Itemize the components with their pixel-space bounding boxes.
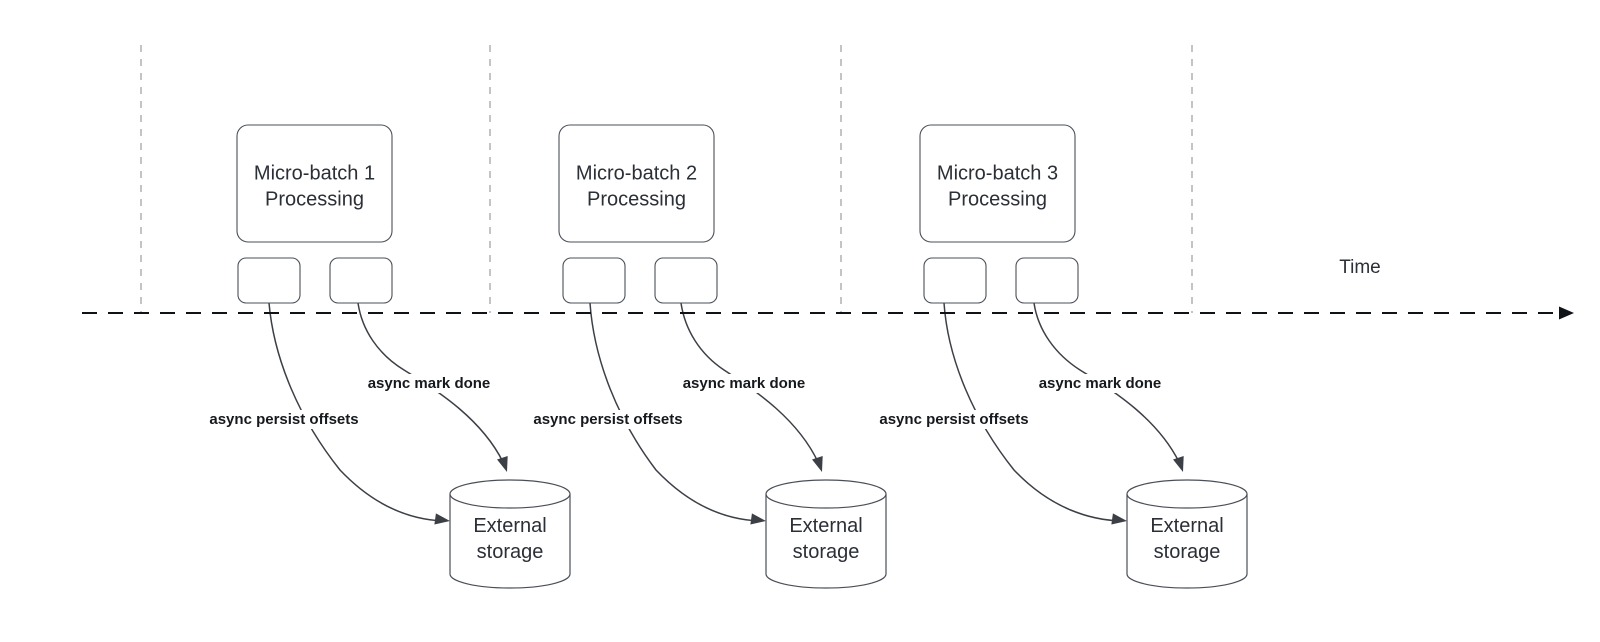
edge-label-backdrop xyxy=(863,410,1045,429)
task-box[interactable] xyxy=(329,257,393,304)
edge-markdone-1-arrowhead xyxy=(497,456,508,472)
task-box[interactable] xyxy=(923,257,987,304)
edge-persist-3-arrowhead xyxy=(1111,513,1127,525)
timeline-arrowhead xyxy=(1559,306,1574,320)
storage-label-line2: storage xyxy=(793,541,860,563)
edge-persist-1-path xyxy=(268,302,445,522)
edge-markdone-3-path xyxy=(1033,302,1180,463)
edge-persist-1-arrowhead xyxy=(434,513,450,525)
edges-group xyxy=(268,302,1184,525)
edge-persist-3-path xyxy=(943,302,1122,522)
storage-cylinder-top xyxy=(1126,493,1248,509)
timeline-group: Time xyxy=(82,257,1574,320)
micro-batch-box[interactable] xyxy=(558,124,715,243)
task-box[interactable] xyxy=(237,257,301,304)
edge-label: async persist offsets xyxy=(533,411,682,428)
task-box[interactable] xyxy=(1015,257,1079,304)
storage-label-line2: storage xyxy=(1154,541,1221,563)
edge-label-backdrop xyxy=(1027,374,1173,393)
edge-label: async mark done xyxy=(368,375,491,392)
edge-label: async persist offsets xyxy=(209,411,358,428)
edge-label-backdrop xyxy=(671,374,817,393)
storage-cylinder-top xyxy=(449,493,571,509)
micro-batch-title: Micro-batch 3 xyxy=(937,163,1058,185)
edge-label: async mark done xyxy=(1039,375,1162,392)
micro-batch-box[interactable] xyxy=(919,124,1076,243)
micro-batch-title: Micro-batch 2 xyxy=(576,163,697,185)
edge-markdone-1-path xyxy=(357,302,504,463)
micro-batch-box[interactable] xyxy=(236,124,393,243)
micro-batch-subtitle: Processing xyxy=(948,189,1047,211)
task-box[interactable] xyxy=(562,257,626,304)
storage-label-line1: External xyxy=(1150,515,1223,537)
edge-markdone-2-arrowhead xyxy=(812,456,823,472)
task-box[interactable] xyxy=(654,257,718,304)
edge-label-backdrop xyxy=(517,410,699,429)
micro-batch-subtitle: Processing xyxy=(587,189,686,211)
micro-batch-subtitle: Processing xyxy=(265,189,364,211)
edge-label: async mark done xyxy=(683,375,806,392)
storage-cylinder-body[interactable] xyxy=(765,479,887,589)
storage-cylinder-top xyxy=(765,493,887,509)
edge-label-backdrop xyxy=(193,410,375,429)
guide-lines-group xyxy=(140,45,1193,313)
edge-markdone-2-path xyxy=(680,302,819,463)
storage-label-line2: storage xyxy=(477,541,544,563)
storage-cylinder-body[interactable] xyxy=(1126,479,1248,589)
storage-label-line1: External xyxy=(473,515,546,537)
edge-label: async persist offsets xyxy=(879,411,1028,428)
micro-batch-title: Micro-batch 1 xyxy=(254,163,375,185)
storage-label-line1: External xyxy=(789,515,862,537)
storage-cylinder-body[interactable] xyxy=(449,479,571,589)
time-axis-label: Time xyxy=(1339,257,1381,278)
edge-persist-2-path xyxy=(589,302,761,522)
edge-persist-2-arrowhead xyxy=(750,513,766,525)
edge-markdone-3-arrowhead xyxy=(1173,456,1184,472)
edge-labels-group: async persist offsets async mark done asyn… xyxy=(193,374,1173,429)
edge-label-backdrop xyxy=(356,374,502,393)
